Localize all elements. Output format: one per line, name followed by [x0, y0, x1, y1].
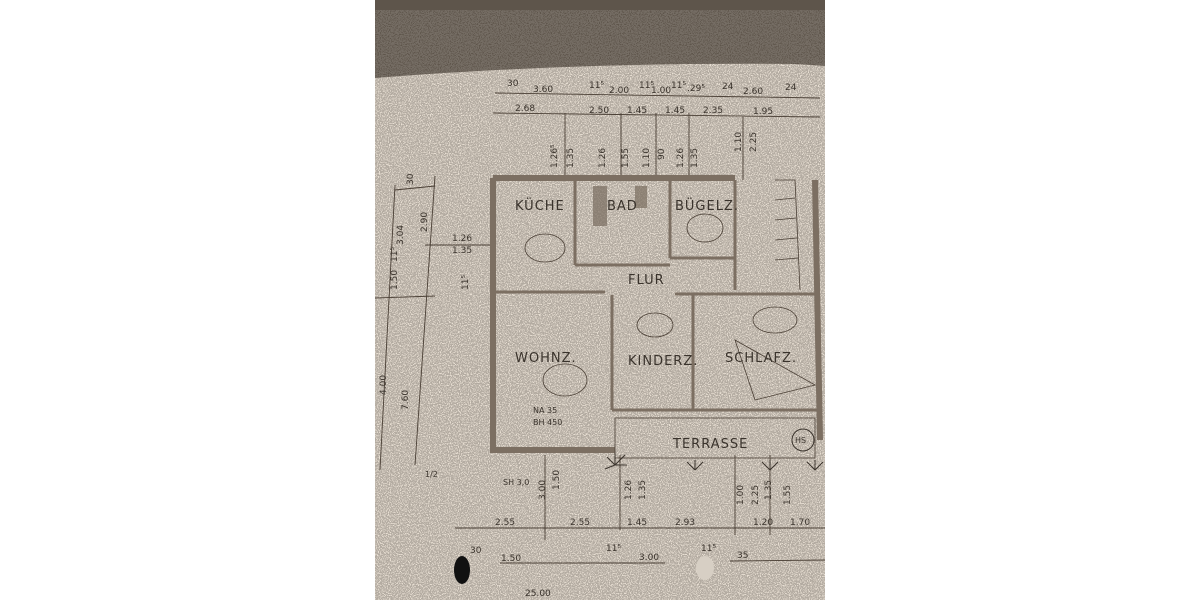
svg-text:30: 30 [507, 79, 519, 89]
svg-text:2.93: 2.93 [675, 518, 695, 528]
room-label-buegelz: BÜGELZ. [675, 197, 739, 214]
svg-text:1.50: 1.50 [552, 470, 562, 490]
plant-symbols [604, 453, 824, 471]
svg-text:1.35: 1.35 [452, 246, 472, 256]
room-label-flur: FLUR [628, 273, 665, 288]
svg-text:1.50: 1.50 [390, 270, 400, 290]
svg-text:1.70: 1.70 [790, 518, 810, 528]
note-left-angle: 1/2 [425, 470, 438, 479]
note-bh: BH 450 [533, 418, 562, 427]
svg-text:1.26⁵: 1.26⁵ [550, 144, 560, 168]
svg-text:1.10: 1.10 [642, 148, 652, 168]
furniture [524, 179, 817, 459]
svg-text:2.60: 2.60 [743, 87, 763, 97]
svg-text:2.55: 2.55 [495, 518, 515, 528]
dims-bottom-inner: 2.55 2.55 1.45 2.93 1.20 1.70 [495, 518, 810, 528]
svg-text:1.26: 1.26 [452, 234, 472, 244]
print-speckle [375, 63, 825, 601]
svg-text:24: 24 [722, 82, 734, 92]
punch-hole-right [696, 556, 714, 580]
room-label-wohnz: WOHNZ. [515, 351, 577, 366]
svg-text:7.60: 7.60 [401, 390, 411, 410]
dims-bottom-outer: 30 1.50 11⁵ 3.00 11⁵ 35 25.00 [470, 544, 748, 599]
svg-text:25.00: 25.00 [525, 589, 551, 599]
svg-text:2.25: 2.25 [749, 132, 759, 152]
floor-plan-photo: KÜCHE BAD BÜGELZ. FLUR WOHNZ. KINDERZ. S… [374, 0, 826, 601]
floor-plan: KÜCHE BAD BÜGELZ. FLUR WOHNZ. KINDERZ. S… [374, 0, 826, 601]
room-label-terrasse: TERRASSE [672, 437, 748, 452]
svg-text:1.35: 1.35 [764, 480, 774, 500]
svg-text:11⁵: 11⁵ [606, 544, 621, 554]
svg-text:.29⁵: .29⁵ [687, 84, 705, 94]
svg-text:11⁵: 11⁵ [589, 81, 604, 91]
svg-text:2.00: 2.00 [609, 86, 629, 96]
svg-text:1.95: 1.95 [753, 107, 773, 117]
dims-top-vertical: 1.26⁵ 1.35 1.26 1.55 1.10 90 1.26 1.35 1… [550, 132, 759, 168]
svg-text:2.25: 2.25 [751, 485, 761, 505]
svg-text:1.50: 1.50 [501, 554, 521, 564]
svg-text:90: 90 [657, 148, 667, 160]
svg-text:11⁵: 11⁵ [671, 81, 686, 91]
svg-text:3.00: 3.00 [538, 480, 548, 500]
svg-text:11⁵: 11⁵ [639, 81, 654, 91]
svg-text:1.26: 1.26 [624, 480, 634, 500]
svg-text:11⁵: 11⁵ [390, 247, 400, 262]
svg-text:1.35: 1.35 [566, 148, 576, 168]
dims-top-outer: 30 3.60 11⁵ 2.00 11⁵ 1.00 11⁵ .29⁵ 24 2.… [507, 79, 797, 97]
room-label-schlafz: SCHLAFZ. [725, 351, 797, 366]
svg-text:2.90: 2.90 [420, 212, 430, 232]
stair-marker [791, 428, 815, 452]
svg-text:1.00: 1.00 [651, 86, 671, 96]
svg-text:35: 35 [737, 551, 748, 561]
svg-text:11⁵: 11⁵ [701, 544, 716, 554]
note-circle: HS [795, 436, 806, 445]
svg-text:1.55: 1.55 [783, 485, 793, 505]
room-label-bad: BAD [607, 199, 638, 214]
svg-text:3.04: 3.04 [396, 225, 406, 245]
room-label-kueche: KÜCHE [515, 197, 565, 214]
dims-left: 30 3.04 2.90 11⁵ 1.50 4.00 7.60 1.26 1.3… [379, 173, 472, 410]
svg-text:3.00: 3.00 [639, 553, 659, 563]
svg-text:1.45: 1.45 [627, 518, 647, 528]
punch-hole-left [454, 556, 470, 584]
svg-text:2.50: 2.50 [589, 106, 609, 116]
svg-text:4.00: 4.00 [379, 375, 389, 395]
svg-text:30: 30 [406, 173, 416, 185]
svg-text:2.55: 2.55 [570, 518, 590, 528]
svg-text:1.10: 1.10 [734, 132, 744, 152]
svg-text:1.35: 1.35 [690, 148, 700, 168]
svg-text:1.20: 1.20 [753, 518, 773, 528]
note-na: NA 35 [533, 406, 557, 415]
svg-text:2.35: 2.35 [703, 106, 723, 116]
svg-text:11⁵: 11⁵ [461, 275, 471, 290]
room-label-kinderz: KINDERZ. [628, 354, 698, 369]
svg-text:30: 30 [470, 546, 482, 556]
svg-text:1.45: 1.45 [665, 106, 685, 116]
svg-text:24: 24 [785, 83, 797, 93]
svg-text:3.60: 3.60 [533, 85, 553, 95]
exterior-walls [490, 175, 823, 453]
interior-walls [493, 180, 820, 412]
svg-text:1.45: 1.45 [627, 106, 647, 116]
svg-text:1.26: 1.26 [676, 148, 686, 168]
svg-text:1.00: 1.00 [736, 485, 746, 505]
note-sh: SH 3,0 [503, 478, 529, 487]
svg-text:1.35: 1.35 [638, 480, 648, 500]
bathroom-tiles [593, 186, 647, 226]
svg-text:1.55: 1.55 [621, 148, 631, 168]
dims-bottom-vertical: 3.00 1.50 1.26 1.35 1.00 2.25 1.35 1.55 [538, 470, 793, 505]
dims-top-inner: 2.68 2.50 1.45 1.45 2.35 1.95 [515, 104, 773, 117]
svg-text:1.26: 1.26 [598, 148, 608, 168]
svg-text:2.68: 2.68 [515, 104, 535, 114]
